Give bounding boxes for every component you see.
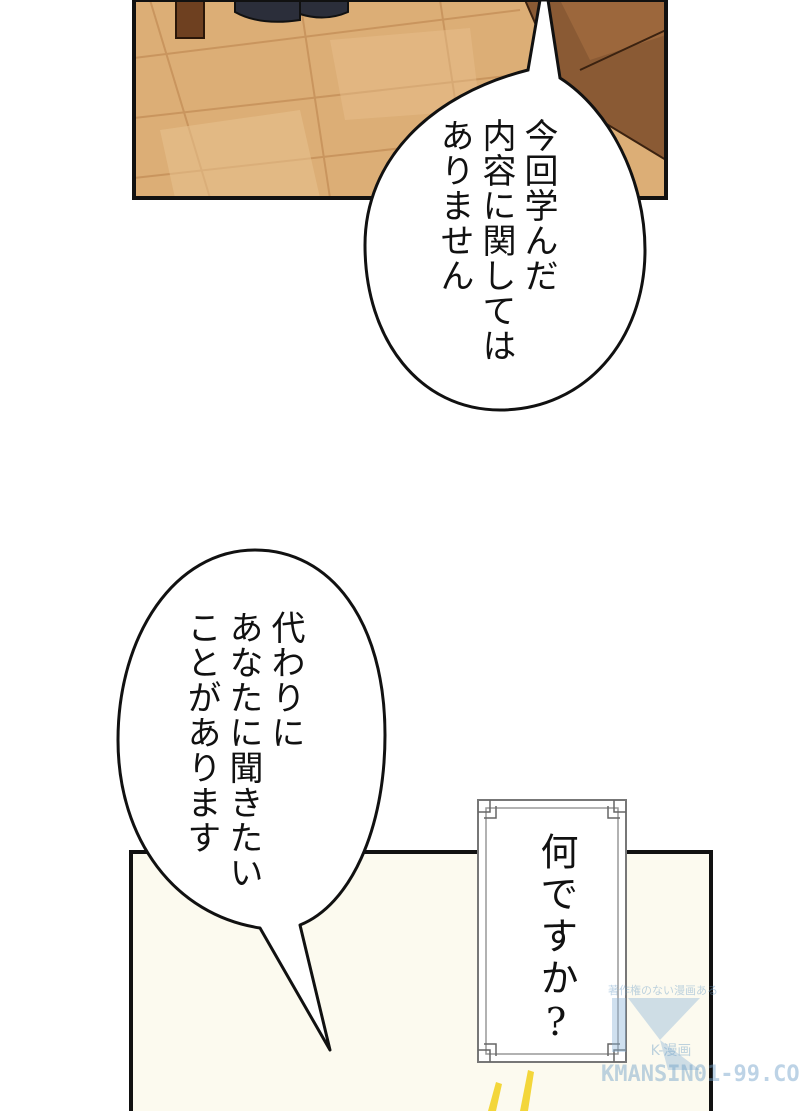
watermark-logo bbox=[612, 998, 700, 1070]
box-corner-ornaments bbox=[478, 800, 626, 1062]
shoe bbox=[234, 0, 301, 23]
speech-bubble-2-text: 代わりに あなたに聞きたい ことがあります bbox=[181, 610, 305, 890]
speech-bubble-1 bbox=[363, 0, 647, 412]
table-leg bbox=[175, 0, 205, 39]
yellow-accent bbox=[488, 1082, 502, 1111]
watermark-site: KMANSIN01-99.COM bbox=[601, 1062, 800, 1087]
narration-box-text: 何ですか? bbox=[534, 832, 578, 1048]
watermark-tagline: 著作権のない漫画ある bbox=[608, 984, 718, 997]
yellow-accent bbox=[520, 1070, 534, 1111]
speech-bubble-1-text: 今回学んだ 内容に関しては ありません bbox=[434, 118, 558, 363]
speech-bubble-2 bbox=[116, 548, 387, 1052]
watermark-brand: K-漫画 bbox=[650, 1043, 692, 1059]
narration-box bbox=[477, 799, 627, 1063]
watermark: 著作権のない漫画ある K-漫画 KMANSIN01-99.COM bbox=[598, 982, 800, 1111]
shoe bbox=[299, 0, 349, 19]
